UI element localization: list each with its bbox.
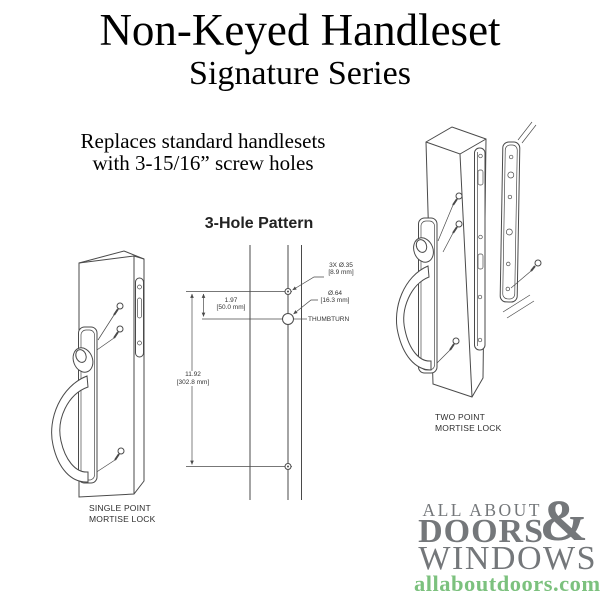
keeper-hole-1 bbox=[508, 154, 514, 160]
hole-spacing-in: 1.97 bbox=[224, 296, 238, 304]
screw-middle-shank bbox=[452, 226, 458, 234]
screw-top-shank bbox=[113, 308, 119, 316]
screw-top-leader bbox=[437, 204, 454, 242]
single-point-figure bbox=[51, 250, 145, 498]
two-point-caption-line2: MORTISE LOCK bbox=[435, 423, 502, 433]
screw-middle-shank bbox=[113, 331, 119, 339]
screw-middle bbox=[116, 325, 124, 333]
leader-thumbturn-hole bbox=[293, 299, 318, 315]
hole-pattern-drawing bbox=[186, 245, 324, 500]
strip-screw-4 bbox=[477, 337, 483, 343]
hole-spacing-label: 1.97 [50.0 mm] bbox=[213, 297, 249, 312]
stile-outline bbox=[425, 126, 487, 398]
mortise-faceplate bbox=[135, 277, 144, 358]
two-point-caption: TWO POINT MORTISE LOCK bbox=[435, 412, 501, 434]
page-title: Non-Keyed Handleset bbox=[99, 5, 501, 55]
intro-text: Replaces standard handlesets with 3-15/1… bbox=[58, 130, 348, 174]
screw-holes-label: 3X Ø.35 [8.9 mm] bbox=[324, 262, 358, 277]
keeper-hole-4 bbox=[505, 286, 510, 292]
logo-website-link[interactable]: allaboutdoors.com bbox=[414, 571, 600, 596]
leader-screw-holes bbox=[292, 276, 324, 291]
thumbturn-knob-inner bbox=[415, 239, 428, 253]
alignment-lines-bottom bbox=[502, 294, 535, 319]
screw-hole-bottom-center bbox=[287, 465, 289, 468]
keeper-plate-group bbox=[499, 141, 521, 303]
single-point-caption-line2: MORTISE LOCK bbox=[89, 514, 156, 524]
strip-screw-1 bbox=[478, 153, 483, 159]
screw-holes-mm: [8.9 mm] bbox=[328, 269, 354, 276]
pull-handle bbox=[396, 265, 432, 371]
thumbturn-hole-mm: [16.3 mm] bbox=[320, 297, 350, 304]
mortise-strip bbox=[474, 147, 486, 351]
keeper-mount-screw-shank bbox=[530, 265, 536, 272]
hole-pattern-heading: 3-Hole Pattern bbox=[204, 215, 314, 232]
keeper-plate-inner bbox=[502, 144, 518, 300]
alignment-lines-top bbox=[517, 121, 537, 144]
keeper-screw-2 bbox=[505, 228, 513, 236]
thumbturn-label: THUMBTURN bbox=[308, 315, 350, 323]
faceplate-screw-bottom bbox=[137, 340, 142, 346]
keeper-hole-3 bbox=[506, 261, 511, 267]
single-point-caption: SINGLE POINT MORTISE LOCK bbox=[89, 503, 155, 525]
single-point-caption-line1: SINGLE POINT bbox=[89, 503, 151, 513]
screw-holes-dia: 3X Ø.35 bbox=[329, 261, 353, 269]
keeper-hole-2 bbox=[507, 194, 513, 200]
screw-top bbox=[116, 302, 124, 310]
keeper-plate bbox=[499, 141, 521, 303]
screw-hole-top-center bbox=[287, 290, 289, 293]
screw-bottom bbox=[452, 337, 460, 345]
screw-bottom bbox=[117, 447, 125, 455]
two-point-figure bbox=[396, 121, 542, 398]
keeper-mount-screw bbox=[534, 259, 542, 267]
thumbturn-hole-dia: Ø.64 bbox=[327, 289, 343, 297]
screw-bottom-shank bbox=[449, 343, 455, 351]
screw-top bbox=[455, 192, 463, 200]
screw-top-leader bbox=[97, 314, 115, 341]
thumbturn-hole bbox=[282, 313, 294, 325]
company-logo: & ALL ABOUT DOORS WINDOWS allaboutdoors.… bbox=[414, 492, 600, 596]
logo-ampersand: & bbox=[539, 488, 588, 553]
faceplate-screw-top bbox=[137, 284, 142, 290]
screw-middle bbox=[455, 220, 463, 228]
thumbturn-hole-label: Ø.64 [16.3 mm] bbox=[318, 290, 352, 305]
logo-doors: DOORS bbox=[418, 513, 544, 550]
latch-slot bbox=[137, 297, 142, 319]
thumbturn-knob-inner bbox=[75, 349, 87, 363]
page-subtitle: Signature Series bbox=[189, 55, 411, 92]
pull-handle bbox=[51, 375, 89, 483]
two-point-caption-line1: TWO POINT bbox=[435, 412, 485, 422]
strip-latch-2 bbox=[477, 253, 484, 270]
strip-screw-3 bbox=[477, 294, 483, 300]
strip-latch-1 bbox=[477, 169, 484, 186]
stile-outline bbox=[78, 250, 145, 498]
keeper-mount-screw-leader bbox=[510, 270, 532, 289]
intro-line-2: with 3-15/16” screw holes bbox=[92, 151, 314, 175]
stile-edges bbox=[78, 255, 145, 494]
logo-windows: WINDOWS bbox=[418, 540, 597, 577]
overall-spacing-in: 11.92 bbox=[185, 371, 201, 378]
screw-middle-leader bbox=[442, 232, 454, 253]
overall-spacing-label: 11.92 [302.8 mm] bbox=[174, 371, 212, 386]
screw-top-shank bbox=[452, 198, 458, 206]
intro-line-1: Replaces standard handlesets bbox=[80, 129, 326, 153]
hole-spacing-mm: [50.0 mm] bbox=[216, 304, 246, 311]
logo-all-about: ALL ABOUT bbox=[422, 500, 542, 520]
keeper-screw-1 bbox=[507, 171, 515, 179]
screw-bottom-shank bbox=[114, 453, 120, 461]
strip-screw-2 bbox=[478, 234, 483, 240]
overall-spacing-mm: [302.8 mm] bbox=[176, 378, 210, 386]
